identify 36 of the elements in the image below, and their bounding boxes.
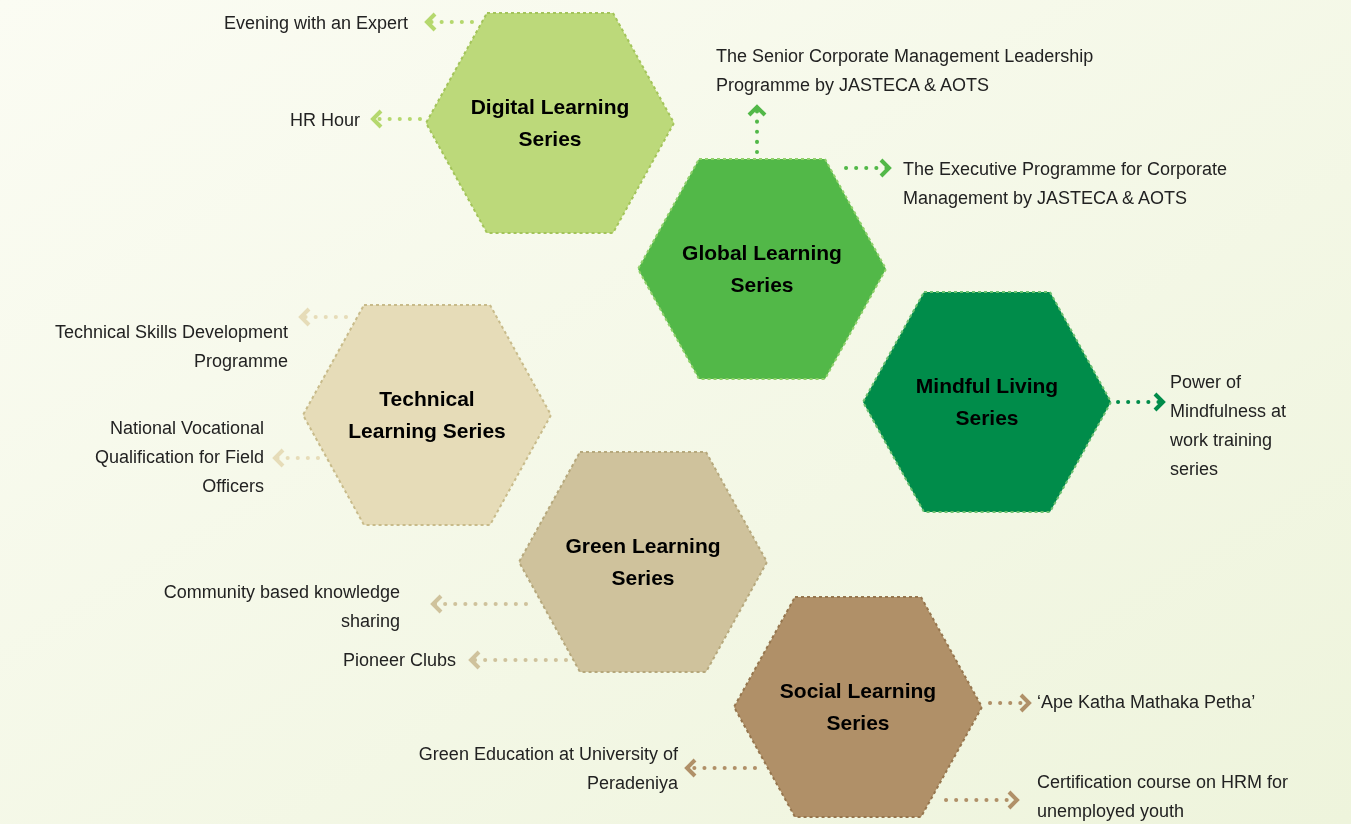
programme-label: Technical Skills Development Programme xyxy=(20,318,288,376)
programme-label: Power of Mindfulness at work training series xyxy=(1170,368,1310,484)
dotted-arrow xyxy=(988,693,1031,713)
series-title: Global Learning Series xyxy=(681,240,843,298)
series-title: Green Learning Series xyxy=(564,533,722,591)
dotted-arrow xyxy=(747,105,767,154)
programme-label: ‘Ape Katha Mathaka Petha’ xyxy=(1037,688,1337,717)
programme-label: The Executive Programme for Corporate Management by JASTECA & AOTS xyxy=(903,155,1323,213)
programme-label: Community based knowledge sharing xyxy=(100,578,400,636)
programme-label: Green Education at University of Peradeniya xyxy=(340,740,678,798)
dotted-arrow xyxy=(371,109,422,129)
programme-label: HR Hour xyxy=(200,106,360,135)
dotted-arrow xyxy=(1116,392,1165,412)
programme-label: The Senior Corporate Management Leadership Programme by JASTECA & AOTS xyxy=(716,42,1116,100)
hexagon xyxy=(302,304,552,526)
series-title: Social Learning Series xyxy=(778,678,938,736)
hexagon xyxy=(518,451,768,673)
programme-label: National Vocational Qualification for Field Officers xyxy=(40,414,264,501)
hexagon xyxy=(637,158,887,380)
dotted-arrow xyxy=(273,448,320,468)
dotted-arrow xyxy=(425,12,474,32)
dotted-arrow xyxy=(944,790,1019,810)
dotted-arrow xyxy=(685,758,757,778)
dotted-arrow xyxy=(431,594,528,614)
series-title: Technical Learning Series xyxy=(347,386,507,444)
dotted-arrow xyxy=(469,650,568,670)
series-title: Digital Learning Series xyxy=(469,94,631,152)
dotted-arrow xyxy=(299,307,348,327)
programme-label: Evening with an Expert xyxy=(150,9,408,38)
dotted-arrow xyxy=(844,158,891,178)
programme-label: Pioneer Clubs xyxy=(250,646,456,675)
hexagon xyxy=(862,291,1112,513)
hexagon xyxy=(425,12,675,234)
series-title: Mindful Living Series xyxy=(914,373,1060,431)
programme-label: Certification course on HRM for unemployed youth xyxy=(1037,768,1347,824)
hexagon xyxy=(733,596,983,818)
